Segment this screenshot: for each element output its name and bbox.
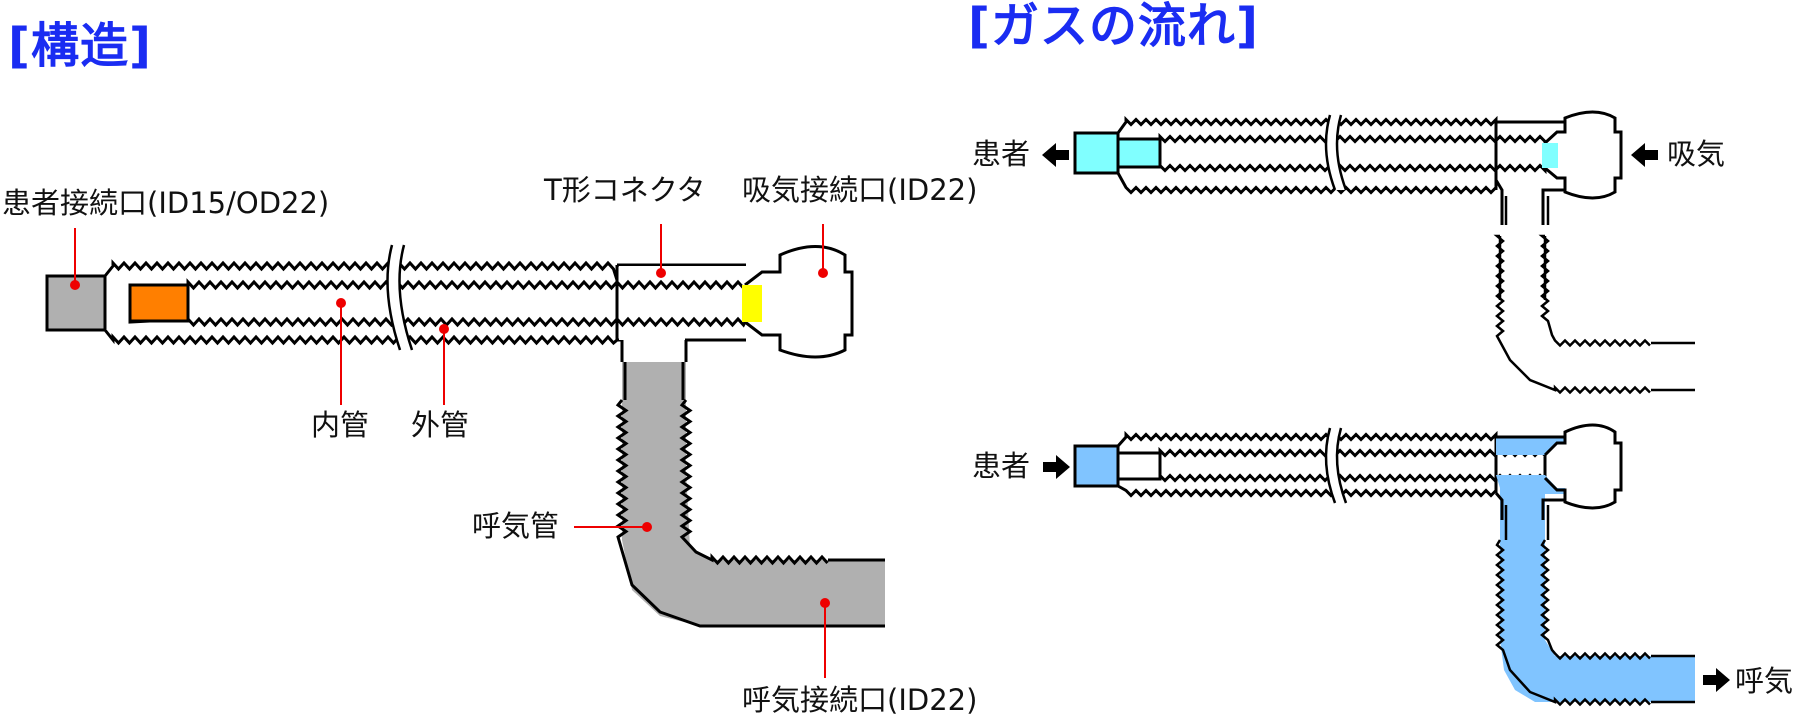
inhalation-diagram — [1042, 110, 1695, 395]
arrow-left-icon — [1631, 143, 1658, 167]
gas-flow-title: [ガスの流れ] — [968, 0, 1259, 54]
arrow-right-icon — [1043, 455, 1070, 479]
exhalation-break-mark — [1324, 427, 1348, 504]
label-exhalation-exit: 呼気 — [1735, 664, 1794, 698]
inner-tube-end — [128, 283, 190, 323]
exhalation-patient-connector — [1073, 444, 1120, 488]
structure-diagram — [45, 224, 885, 678]
break-mark — [386, 244, 414, 351]
inhalation-patient-connector — [1073, 131, 1120, 175]
label-t-connector: T形コネクタ — [544, 173, 706, 207]
exhale-tube — [615, 362, 885, 628]
inner-tube — [128, 278, 747, 328]
label-exhale-tube: 呼気管 — [472, 509, 560, 543]
arrow-left-icon — [1042, 143, 1069, 167]
label-exhale-port: 呼気接続口(ID22) — [742, 683, 978, 717]
structure-title: [構造] — [8, 18, 152, 74]
inhale-port — [744, 245, 854, 359]
label-inhalation-patient: 患者 — [972, 137, 1031, 171]
label-exhalation-patient: 患者 — [972, 449, 1031, 483]
label-inner-tube: 内管 — [311, 408, 370, 442]
arrow-right-icon — [1703, 668, 1730, 692]
label-inhalation-source: 吸気 — [1667, 137, 1726, 171]
callouts — [70, 224, 830, 678]
t-connector — [615, 263, 747, 362]
exhalation-diagram — [1043, 423, 1730, 707]
label-outer-tube: 外管 — [411, 408, 470, 442]
label-inhale-port: 吸気接続口(ID22) — [742, 173, 978, 207]
label-patient-port: 患者接続口(ID15/OD22) — [2, 186, 330, 220]
inhalation-break-mark — [1324, 114, 1348, 191]
